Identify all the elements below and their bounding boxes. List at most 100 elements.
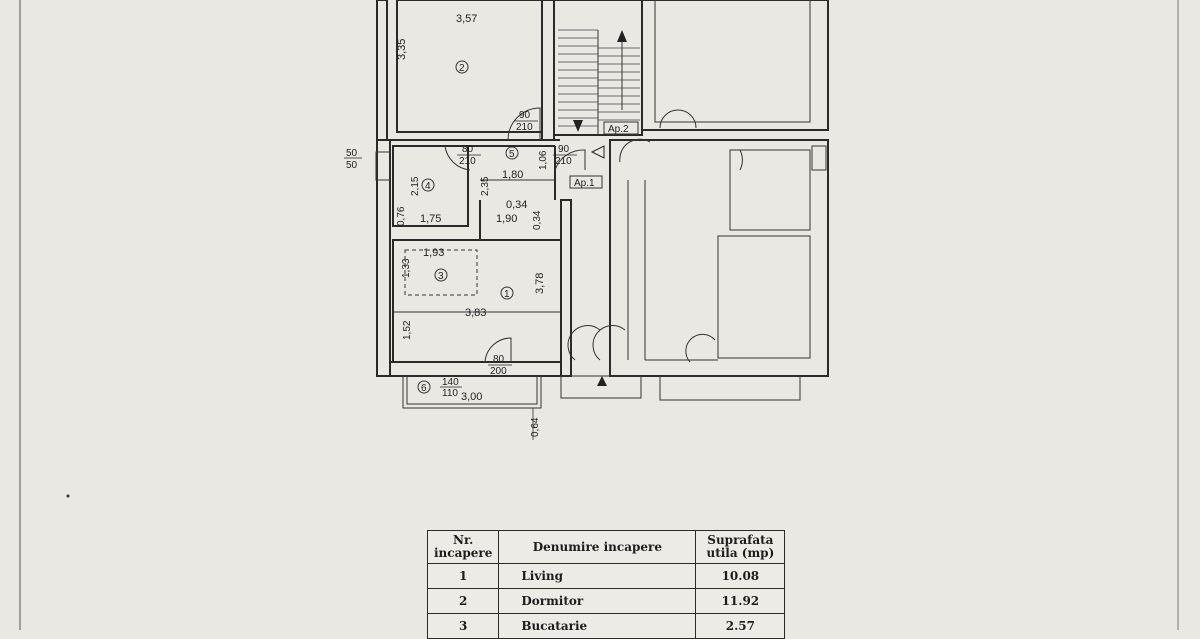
dim-215: 2,15: [410, 176, 421, 196]
dim-balcony-h: 110: [442, 388, 458, 399]
door-swings: [444, 107, 586, 363]
dim-335: 3,35: [396, 39, 408, 60]
neighbour-apartments: [560, 0, 829, 401]
cell-name: Bucatarie: [498, 613, 697, 639]
neighbour-door-arc-3: [619, 138, 651, 163]
table-header-row: Nr. incapere Denumire incapere Suprafata…: [426, 530, 786, 564]
dim-190: 1,90: [496, 213, 517, 225]
room-marker-3: 3: [438, 271, 444, 282]
room-marker-1: 1: [504, 289, 510, 300]
table-row: 2 Dormitor 11.92: [426, 588, 786, 614]
dim-door4-h: 210: [459, 156, 476, 167]
neighbour-top-inner: [654, 0, 811, 123]
room-markers: 1 2 3 4 5 6: [417, 60, 519, 394]
dim-106: 1,06: [538, 150, 549, 170]
cell-name: Dormitor: [498, 588, 697, 614]
stair-wall-left: [541, 0, 555, 141]
stair-arrow-down: [573, 120, 583, 132]
window-right: [811, 145, 827, 171]
neighbour-door-arc-1: [659, 109, 697, 129]
table-row: 1 Living 10.08: [426, 563, 786, 589]
dim-175: 1,75: [420, 213, 441, 225]
dim-034b: 0,34: [532, 210, 543, 230]
dim-door1-h: 200: [490, 366, 507, 377]
cell-area: 10.08: [695, 563, 786, 589]
cell-area: 11.92: [695, 588, 786, 614]
header-area-line2: utila (mp): [706, 546, 775, 560]
cell-nr: 2: [426, 588, 500, 614]
room-marker-4: 4: [425, 181, 431, 192]
room-area-table: Nr. incapere Denumire incapere Suprafata…: [426, 530, 786, 639]
neighbour-arrow: [597, 376, 607, 386]
neighbour-room-b: [717, 235, 811, 359]
neighbour-door-arc-2: [739, 149, 743, 171]
door-swing-entry: [554, 149, 586, 171]
dim-064: 0,64: [530, 417, 541, 437]
header-room-name: Denumire incapere: [498, 530, 697, 564]
cell-name: Living: [498, 563, 697, 589]
neighbour-door-arc-4: [567, 324, 626, 361]
room-3-outline: [404, 249, 478, 296]
dim-133: 1,33: [401, 258, 412, 278]
room-marker-circle-2: [455, 60, 469, 74]
entry-arrow: [590, 145, 605, 159]
outer-wall-left: [376, 139, 391, 377]
dim-193: 1,93: [423, 247, 444, 259]
room-4-outline: [392, 145, 469, 227]
header-area-line1: Suprafata: [707, 533, 774, 547]
header-area: Suprafata utila (mp): [695, 530, 786, 564]
dim-door2-h: 210: [516, 122, 533, 133]
neighbour-door-arc-5: [685, 333, 716, 363]
ap1-label-box: [569, 175, 603, 189]
outer-wall-top-left: [376, 0, 388, 141]
room-marker-2: 2: [459, 63, 465, 74]
dim-balcony-w: 140: [442, 377, 459, 388]
room-marker-6: 6: [421, 383, 427, 394]
table-row: 3 Bucatarie 2.57: [426, 613, 786, 639]
apt1-right-wall: [560, 199, 572, 377]
room-marker-circle-4: [421, 178, 435, 192]
dim-door2-w: 90: [519, 110, 531, 121]
dimension-labels: 3,57 3,35 90 210 80 210 90 210 50 50 1,0…: [344, 13, 577, 440]
header-nr-line2: incapere: [434, 546, 493, 560]
dim-180: 1,80: [502, 169, 523, 181]
room-marker-5: 5: [509, 149, 515, 160]
header-room-number: Nr. incapere: [426, 530, 500, 564]
page-speck: [66, 494, 70, 498]
dim-300: 3,00: [461, 391, 482, 403]
cell-nr: 1: [426, 563, 500, 589]
staircase: [553, 0, 643, 189]
room-marker-circle-6: [417, 380, 431, 394]
room-marker-circle-3: [434, 268, 448, 282]
dim-window-h: 50: [346, 160, 358, 171]
cell-area: 2.57: [695, 613, 786, 639]
cell-nr: 3: [426, 613, 500, 639]
dim-076: 0,76: [396, 206, 407, 226]
room-marker-circle-5: [505, 146, 519, 160]
dim-235: 2,35: [480, 176, 491, 196]
dim-357: 3,57: [456, 13, 477, 25]
label-ap1: Ap.1: [574, 178, 595, 189]
balcony-6-inner: [406, 375, 538, 405]
dim-door5-w: 90: [558, 144, 570, 155]
dim-door5-h: 210: [555, 156, 572, 167]
door-swing-balcony: [484, 337, 512, 363]
label-ap2: Ap.2: [608, 124, 629, 135]
dim-door1-w: 80: [493, 354, 505, 365]
door-swing-room2: [507, 107, 541, 141]
ap2-label-box: [603, 121, 639, 135]
header-nr-line1: Nr.: [452, 533, 474, 547]
dim-window-w: 50: [346, 148, 358, 159]
stair-arrow-up: [617, 30, 627, 42]
dim-378: 3,78: [534, 273, 546, 294]
neighbour-room-a: [729, 149, 811, 231]
dim-152: 1,52: [402, 320, 413, 340]
room-marker-circle-1: [500, 286, 514, 300]
neighbour-top-room: [641, 0, 829, 131]
window-left: [375, 151, 391, 181]
door-swing-room4: [444, 145, 471, 171]
dim-034: 0,34: [506, 199, 527, 211]
apartment-1-walls: [375, 0, 572, 409]
neighbour-balcony: [659, 375, 801, 401]
